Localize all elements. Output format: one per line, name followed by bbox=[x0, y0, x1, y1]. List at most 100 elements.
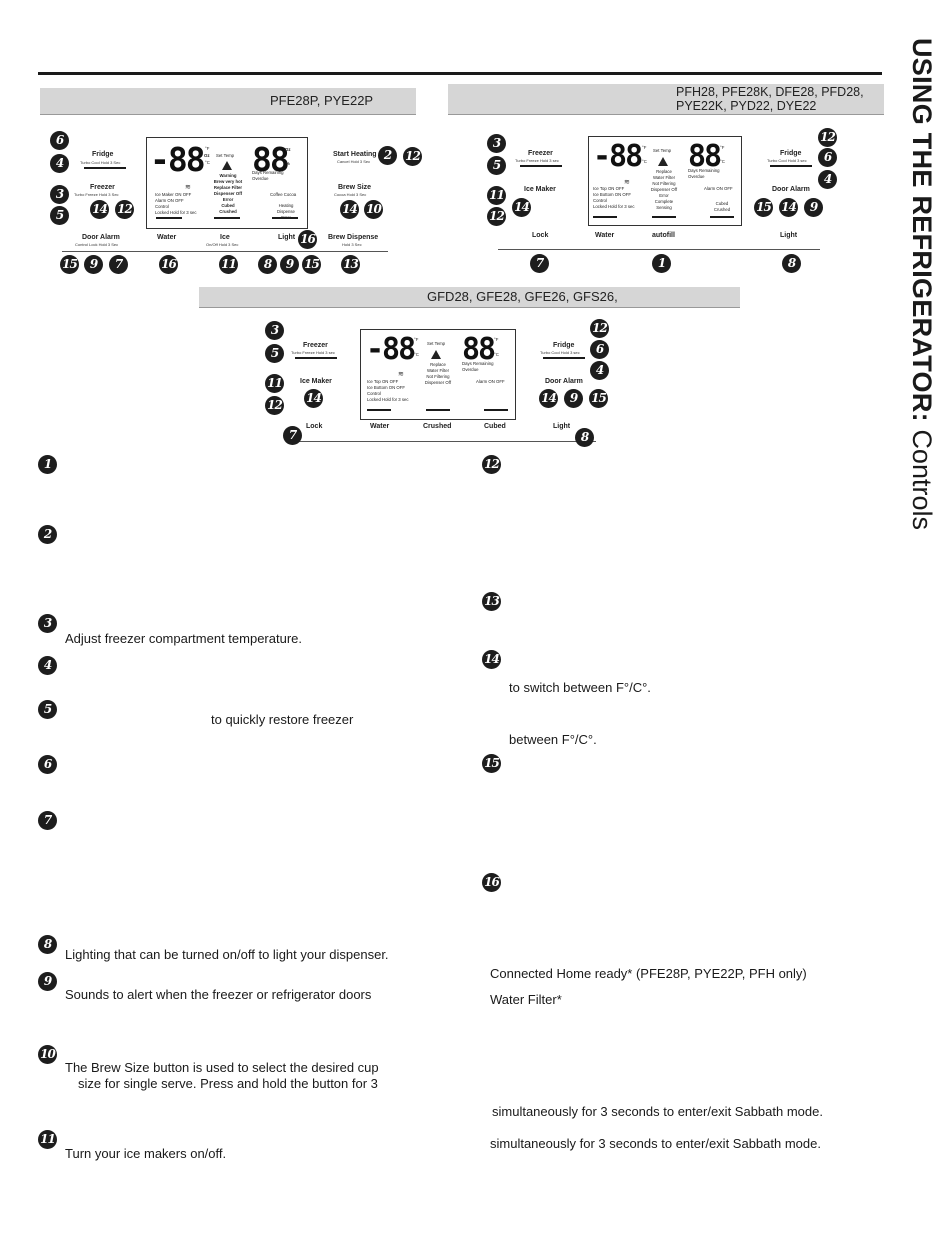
desc-badge: 4 bbox=[38, 656, 57, 675]
panel-b-freezer-button[interactable]: Freezer bbox=[528, 150, 553, 157]
callout-badge: 11 bbox=[219, 255, 238, 274]
panel-c-fridge-button[interactable]: Fridge bbox=[553, 342, 575, 349]
callout-badge: 14 bbox=[539, 389, 558, 408]
panel-b-fridge-underline bbox=[770, 165, 812, 167]
panel-a-disp-left: -88 bbox=[150, 140, 206, 179]
panel-a-freezer-button[interactable]: Freezer bbox=[90, 184, 115, 191]
callout-badge: 14 bbox=[90, 200, 109, 219]
panel-a-fridge-button[interactable]: Fridge bbox=[92, 151, 114, 158]
desc-11-text: Turn your ice makers on/off. bbox=[65, 1146, 227, 1161]
panel-c-crushed-button[interactable]: Crushed bbox=[423, 423, 452, 430]
callout-badge: 12 bbox=[818, 128, 837, 147]
panel-b-disp-underline-1 bbox=[593, 216, 617, 218]
panel-a-oz2: Oz bbox=[285, 147, 291, 152]
callout-badge: 15 bbox=[60, 255, 79, 274]
panel-c-disp-underline-1 bbox=[367, 409, 391, 411]
panel-a-disp-underline-1 bbox=[156, 217, 182, 219]
callout-badge: 11 bbox=[265, 374, 284, 393]
callout-badge: 5 bbox=[265, 344, 284, 363]
panel-a-water-button[interactable]: Water bbox=[157, 234, 177, 241]
panel-a-disp-right: 88 bbox=[252, 140, 290, 179]
desc-badge: 2 bbox=[38, 525, 57, 544]
desc-badge: 1 bbox=[38, 455, 57, 474]
panel-a-light-button[interactable]: Light bbox=[278, 234, 296, 241]
panel-b-fridge-button[interactable]: Fridge bbox=[780, 150, 802, 157]
callout-badge: 14 bbox=[340, 200, 359, 219]
panel-b-freezer-underline bbox=[520, 165, 562, 167]
panel-b-set-temp: Set Temp bbox=[653, 148, 672, 153]
callout-badge: 12 bbox=[115, 200, 134, 219]
water-filter-text: Water Filter* bbox=[490, 992, 562, 1007]
callout-badge: 16 bbox=[159, 255, 178, 274]
panel-c-disp-right: 88 bbox=[462, 332, 496, 367]
panel-b-lock-button[interactable]: Lock bbox=[532, 232, 549, 239]
panel-c-door-alarm-button[interactable]: Door Alarm bbox=[545, 378, 583, 385]
panel-a-door-alarm-button[interactable]: Door Alarm bbox=[82, 234, 120, 241]
desc-badge: 14 bbox=[482, 650, 501, 669]
callout-badge: 3 bbox=[265, 321, 284, 340]
desc-14-text-b: between F°/C°. bbox=[509, 732, 597, 747]
desc-badge: 11 bbox=[38, 1130, 57, 1149]
callout-badge: 4 bbox=[590, 361, 609, 380]
panel-b-overdue: Overdue bbox=[688, 174, 705, 179]
panel-a-start-heating-button[interactable]: Start Heating bbox=[333, 151, 377, 158]
panel-a-disp-underline-3 bbox=[272, 217, 298, 219]
desc-badge: 15 bbox=[482, 754, 501, 773]
panel-a-brew-dispense-button[interactable]: Brew Dispense bbox=[328, 234, 379, 241]
panel-c-unit-c-right: °C bbox=[494, 352, 499, 357]
panel-c-set-temp: Set Temp bbox=[427, 341, 446, 346]
desc-badge: 7 bbox=[38, 811, 57, 830]
panel-a-ice-sub: On/Off Hold 3 Sec bbox=[206, 242, 239, 247]
panel-a-brew-size-button[interactable]: Brew Size bbox=[338, 184, 372, 191]
panel-a-brew-size-sub: Cocoa Hold 3 Sec bbox=[334, 192, 367, 197]
panel-a-brew-dispense-sub: Hold 3 Sec bbox=[342, 242, 362, 247]
panel-b-door-alarm-button[interactable]: Door Alarm bbox=[772, 186, 810, 193]
panel-c-freezer-button[interactable]: Freezer bbox=[303, 342, 328, 349]
callout-badge: 7 bbox=[283, 426, 302, 445]
panel-b-water-button[interactable]: Water bbox=[595, 232, 615, 239]
panel-c-water-button[interactable]: Water bbox=[370, 423, 390, 430]
side-title-light: Controls bbox=[907, 429, 937, 530]
wifi-icon: ≋ bbox=[185, 184, 191, 191]
desc-badge: 16 bbox=[482, 873, 501, 892]
panel-b-light-button[interactable]: Light bbox=[780, 232, 798, 239]
panel-c-lock-button[interactable]: Lock bbox=[306, 423, 323, 430]
callout-badge: 15 bbox=[589, 389, 608, 408]
panel-b-alarm-on-off: Alarm ON OFF bbox=[704, 186, 733, 191]
callout-badge: 1 bbox=[652, 254, 671, 273]
panel-b-freezer-sub: Turbo Freeze Hold 3 sec bbox=[515, 158, 559, 163]
panel-b-ice-maker-button[interactable]: Ice Maker bbox=[524, 186, 556, 193]
top-rule bbox=[38, 72, 882, 75]
callout-badge: 14 bbox=[779, 198, 798, 217]
panel-c-fridge-underline bbox=[543, 357, 585, 359]
panel-a-display bbox=[146, 137, 308, 229]
panel-c-light-button[interactable]: Light bbox=[553, 423, 571, 430]
callout-badge: 10 bbox=[364, 200, 383, 219]
panel-b-unit-f: °F bbox=[642, 145, 647, 150]
panel-a-disp-underline-2 bbox=[214, 217, 240, 219]
callout-badge: 2 bbox=[378, 146, 397, 165]
desc-badge: 12 bbox=[482, 455, 501, 474]
desc-badge: 9 bbox=[38, 972, 57, 991]
panel-c-bottom-rule bbox=[286, 441, 596, 442]
sabbath-text-2: simultaneously for 3 seconds to enter/ex… bbox=[490, 1136, 821, 1151]
panel-a-fridge-sub: Turbo Cool Hold 3 Sec bbox=[80, 160, 121, 165]
panel-a-ice-button[interactable]: Ice bbox=[220, 234, 230, 241]
callout-badge: 11 bbox=[487, 186, 506, 205]
band-panel-a-label: PFE28P, PYE22P bbox=[270, 93, 374, 108]
callout-badge: 4 bbox=[818, 170, 837, 189]
callout-badge: 9 bbox=[280, 255, 299, 274]
panel-c-cubed-button[interactable]: Cubed bbox=[484, 423, 506, 430]
desc-8-text: Lighting that can be turned on/off to li… bbox=[65, 947, 389, 962]
panel-b-disp-underline-3 bbox=[710, 216, 734, 218]
panel-b-autofill-button[interactable]: autofill bbox=[652, 232, 675, 239]
panel-a-freezer-sub: Turbo Freeze Hold 3 Sec bbox=[74, 192, 119, 197]
panel-c-ice-maker-button[interactable]: Ice Maker bbox=[300, 378, 332, 385]
panel-b-unit-c: °C bbox=[642, 159, 647, 164]
desc-14-text-a: to switch between F°/C°. bbox=[509, 680, 651, 695]
